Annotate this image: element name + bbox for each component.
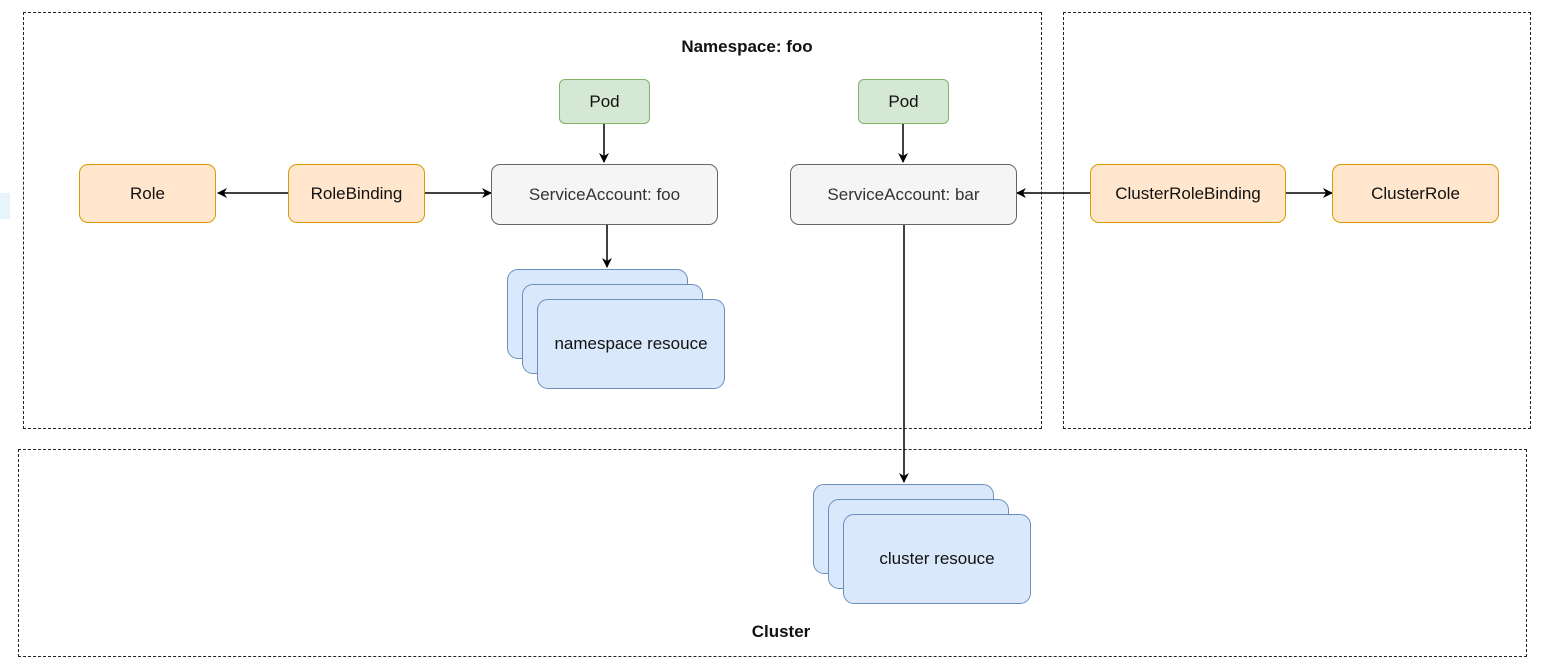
- clusterrolebinding-node: ClusterRoleBinding: [1090, 164, 1286, 223]
- role-node: Role: [79, 164, 216, 223]
- left-edge-marker: [0, 193, 10, 219]
- namespace-resource-node: namespace resouce: [537, 299, 725, 389]
- pod-foo-node: Pod: [559, 79, 650, 124]
- pod-bar-node: Pod: [858, 79, 949, 124]
- clusterrole-node: ClusterRole: [1332, 164, 1499, 223]
- namespace-title: Namespace: foo: [681, 37, 813, 56]
- serviceaccount-foo-node: ServiceAccount: foo: [491, 164, 718, 225]
- cluster-resource-node: cluster resouce: [843, 514, 1031, 604]
- rolebinding-node: RoleBinding: [288, 164, 425, 223]
- serviceaccount-bar-node: ServiceAccount: bar: [790, 164, 1017, 225]
- cluster-region: [18, 449, 1527, 657]
- cluster-scope-region: [1063, 12, 1531, 429]
- cluster-title: Cluster: [751, 622, 811, 641]
- namespace-foo-region: [23, 12, 1042, 429]
